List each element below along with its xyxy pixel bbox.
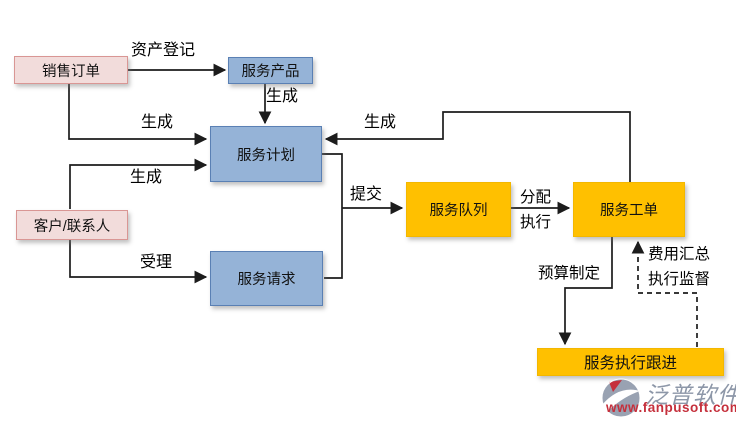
edge-label-asset-register: 资产登记 — [131, 42, 196, 59]
edge-label-generate-feedback: 生成 — [364, 114, 397, 131]
node-service-followup: 服务执行跟进 — [537, 348, 724, 376]
node-service-plan: 服务计划 — [210, 126, 322, 182]
node-service-product: 服务产品 — [228, 57, 313, 84]
node-customer-contact: 客户/联系人 — [16, 210, 128, 240]
fanpu-brand-url: www.fanpusoft.com — [606, 400, 736, 415]
edge-label-budget: 预算制定 — [538, 265, 601, 282]
edge-label-exec-supervision: 执行监督 — [648, 271, 711, 288]
fanpu-logo-icon — [601, 378, 641, 418]
node-service-workorder: 服务工单 — [573, 182, 685, 237]
edge-label-generate-product: 生成 — [266, 88, 299, 105]
edge-label-assign: 分配 — [520, 189, 552, 206]
edge-label-submit: 提交 — [350, 186, 383, 203]
edge-label-generate-sales: 生成 — [141, 114, 174, 131]
edge-label-cost-summary: 费用汇总 — [648, 246, 711, 263]
node-service-request: 服务请求 — [210, 251, 323, 306]
node-sales-order: 销售订单 — [14, 56, 128, 84]
edge-label-generate-customer: 生成 — [130, 169, 163, 186]
fanpu-brand-name: 泛普软件 — [645, 382, 736, 408]
edge-label-accept: 受理 — [140, 254, 173, 271]
node-service-queue: 服务队列 — [406, 182, 511, 237]
edge-label-execute: 执行 — [520, 214, 552, 231]
